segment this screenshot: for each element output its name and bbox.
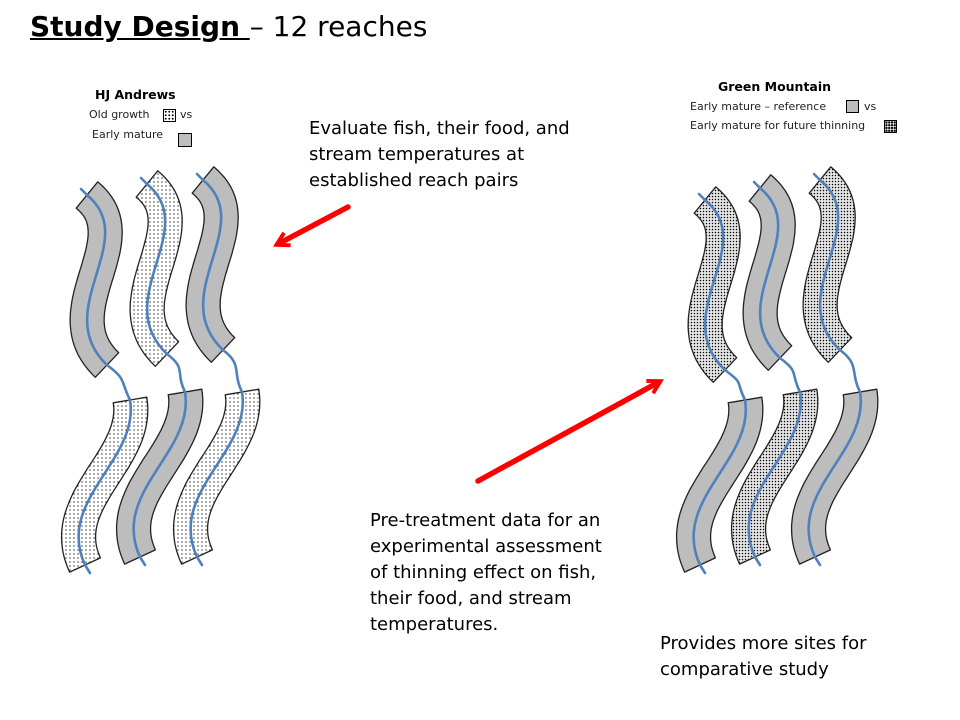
green-mountain-heading: Green Mountain [718, 79, 832, 94]
reach-shape [675, 396, 764, 573]
stream-line [692, 398, 748, 567]
stream-connector [838, 348, 862, 394]
reaches-group [60, 166, 879, 573]
provides-callout: Provides more sites for comparative stud… [660, 633, 867, 680]
old-growth-swatch [163, 109, 176, 122]
pretreatment-arrow [475, 382, 659, 484]
reach-shape [172, 388, 261, 565]
title-underlined: Study Design [30, 10, 250, 43]
stream-line [189, 390, 245, 559]
title-rest: – 12 reaches [249, 10, 428, 43]
stream-line [85, 193, 109, 367]
stream-line [132, 390, 188, 559]
reach-shape [60, 396, 149, 573]
hj-vs-label: vs [180, 108, 193, 121]
stream-line [201, 178, 225, 352]
stream-head [195, 172, 205, 182]
stream-head [139, 176, 149, 186]
stream-line [747, 390, 803, 559]
stream-tail [195, 555, 204, 567]
stream-connector [723, 368, 747, 402]
stream-tail [698, 563, 707, 575]
stream-connector [778, 356, 802, 394]
streams-group [77, 172, 863, 575]
hj-old-growth-label: Old growth [89, 108, 150, 121]
stream-head [79, 187, 89, 197]
slide-title: Study Design – 12 reaches [30, 8, 427, 46]
hj-early-mature-label: Early mature [92, 128, 164, 141]
reach-shape [790, 388, 879, 565]
stream-line [145, 182, 169, 356]
evaluate-callout: Evaluate fish, their food, and stream te… [309, 118, 570, 191]
stream-connector [165, 352, 187, 394]
stream-line [807, 390, 863, 559]
reference-swatch [846, 100, 859, 113]
stream-tail [813, 555, 822, 567]
gm-vs-label: vs [864, 100, 877, 113]
early-mature-swatch [178, 133, 192, 147]
gm-reference-label: Early mature – reference [690, 100, 827, 113]
stream-tail [83, 563, 92, 575]
stream-head [697, 192, 707, 202]
stream-line [758, 186, 782, 360]
reach-shape [730, 388, 819, 565]
gm-thinning-label: Early mature for future thinning [690, 119, 866, 132]
evaluate-arrow [278, 204, 351, 244]
pretreatment-callout: Pre-treatment data for an experimental a… [370, 510, 602, 635]
stream-connector [221, 348, 244, 394]
stream-head [812, 172, 822, 182]
stream-line [818, 178, 842, 352]
stream-head [752, 180, 762, 190]
future-thinning-swatch [884, 120, 897, 133]
stream-line [77, 398, 133, 567]
stream-line [703, 198, 727, 372]
hj-andrews-heading: HJ Andrews [95, 87, 176, 102]
stream-tail [753, 555, 762, 567]
stream-connector [105, 363, 132, 402]
reach-shape [115, 388, 204, 565]
stream-tail [138, 555, 147, 567]
